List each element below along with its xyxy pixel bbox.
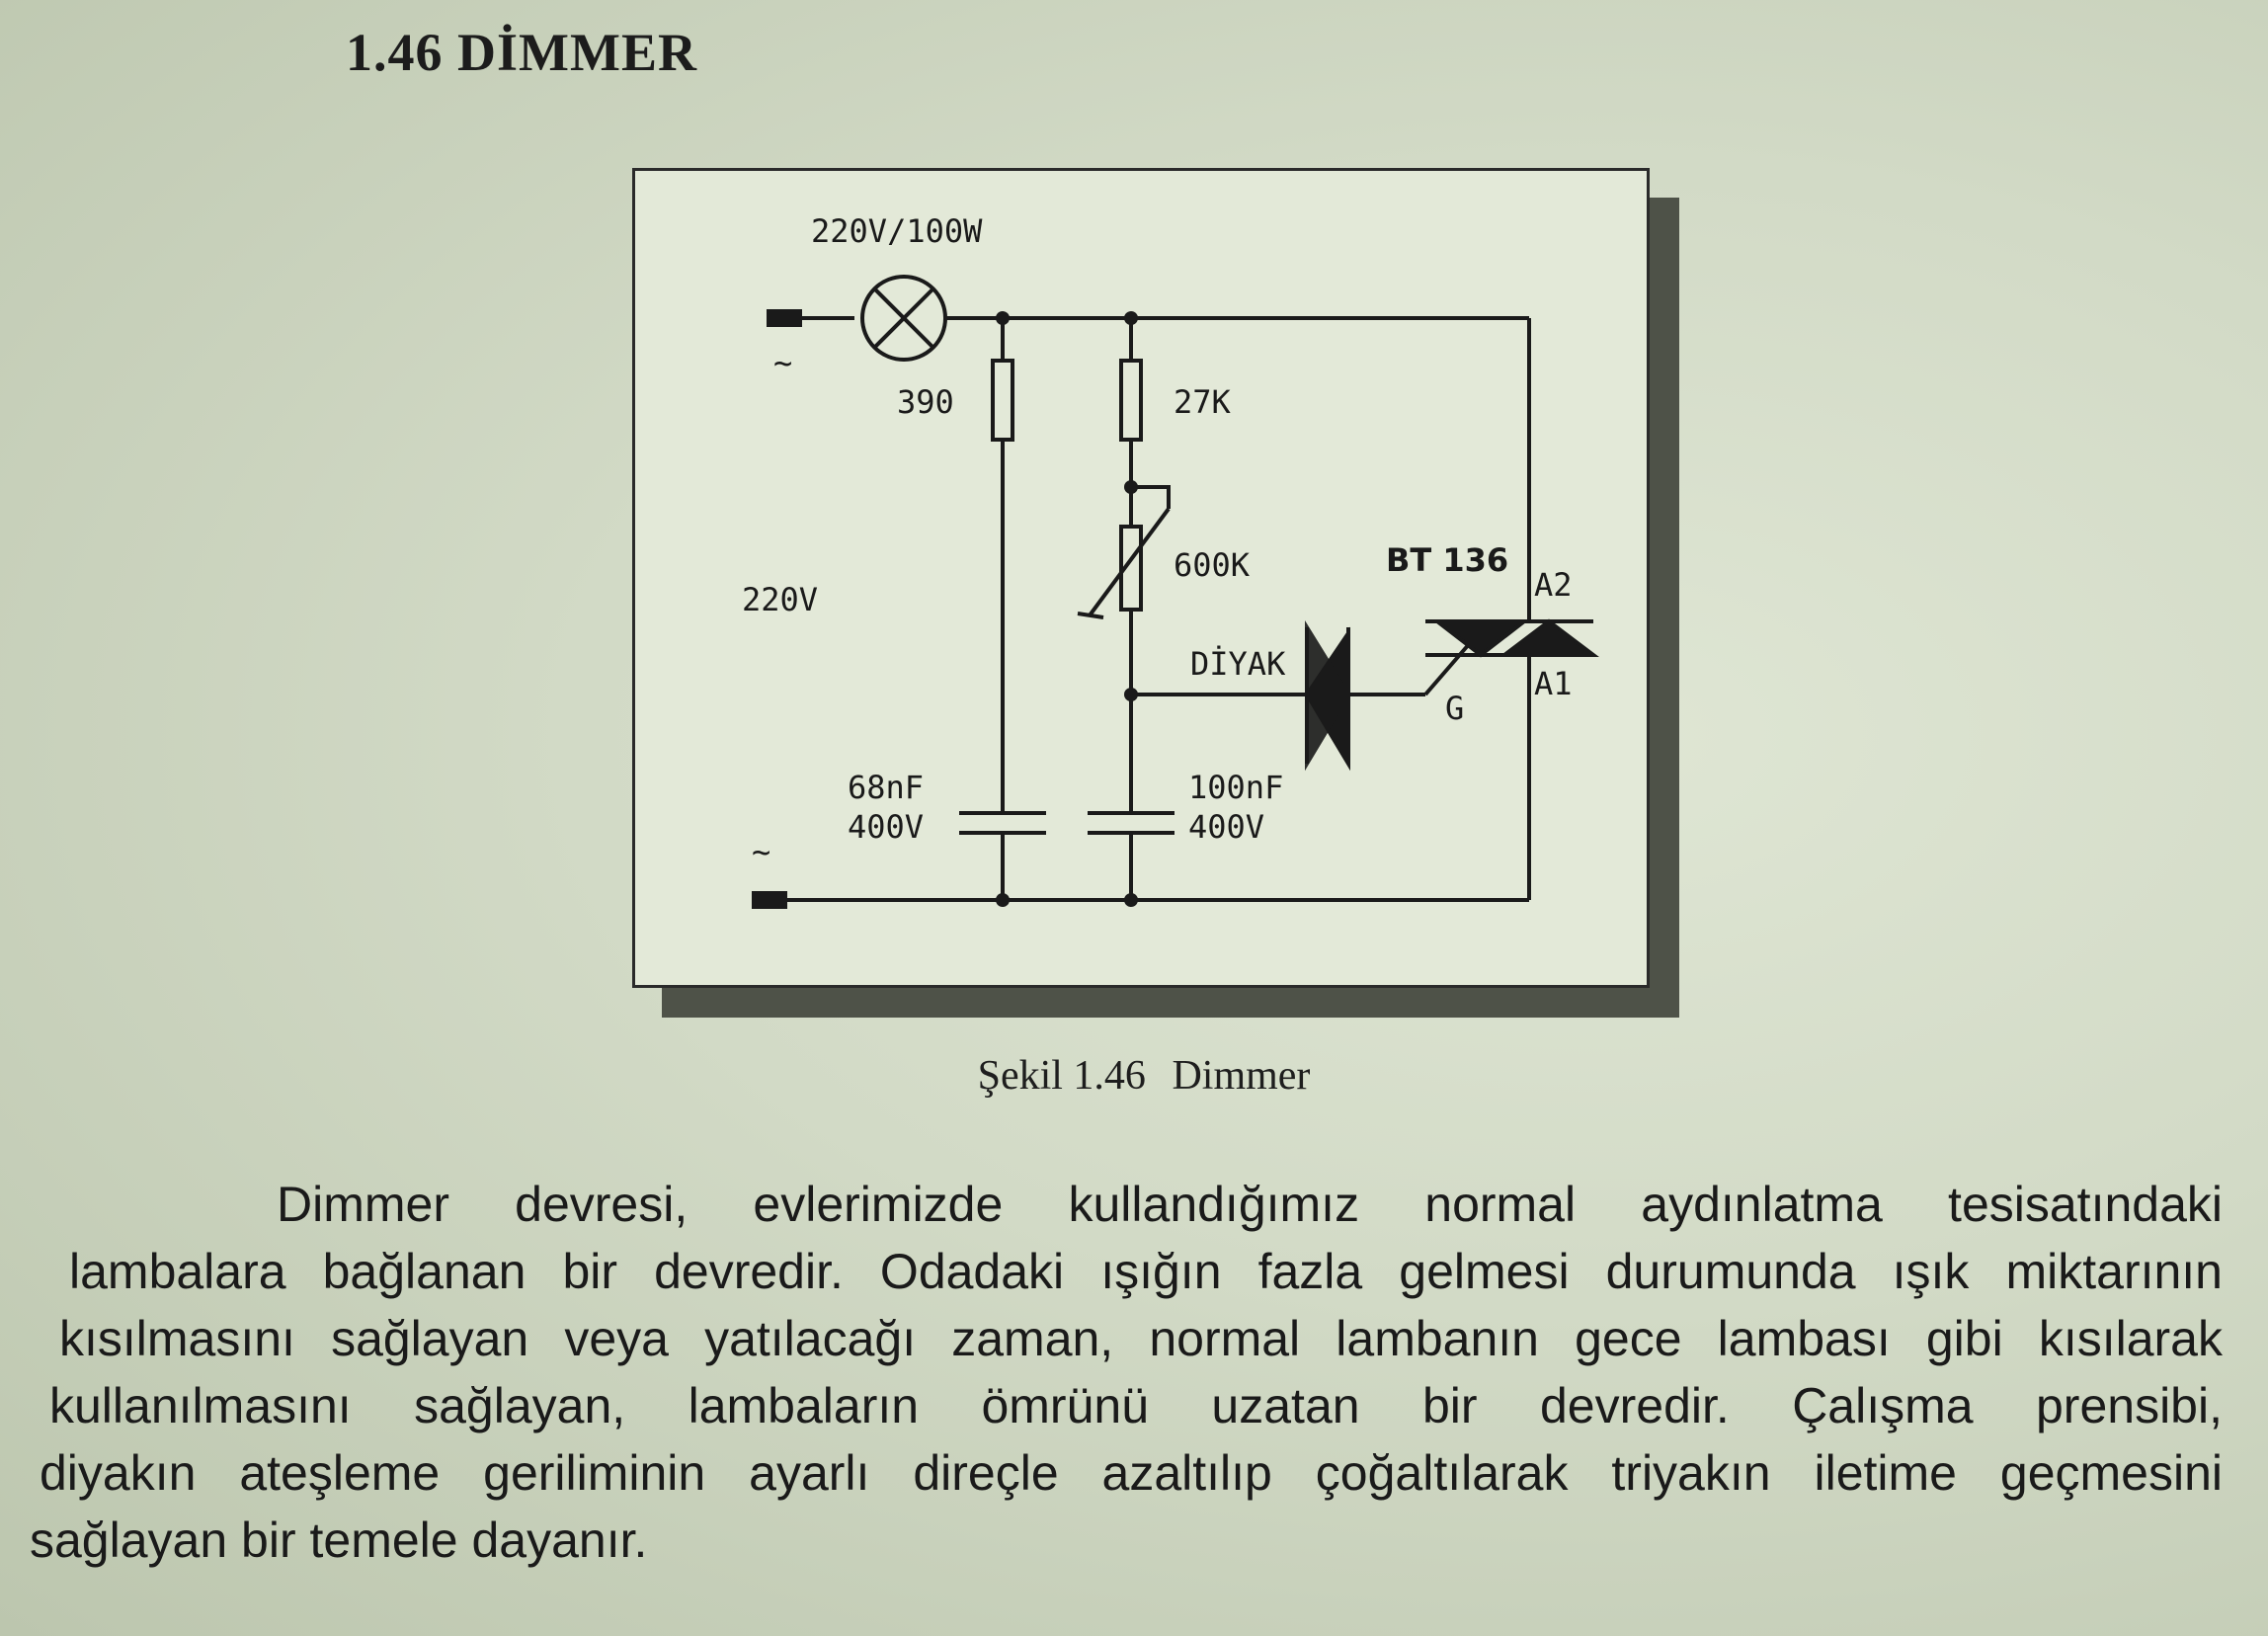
paragraph-line: Dimmer devresi, evlerimizde kullandığımı… [277,1177,2223,1232]
c2-value-label: 100nF [1188,769,1283,806]
ac-symbol-top: ~ [773,344,792,381]
triac-label: BT 136 [1386,541,1508,579]
ac-symbol-bottom: ~ [752,833,770,870]
supply-label: 220V [742,581,818,618]
caption-title: Dimmer [1172,1053,1311,1099]
figure-caption: Şekil 1.46 Dimmer [0,1052,2268,1100]
paragraph-line: lambalara bağlanan bir devredir. Odadaki… [69,1244,2223,1299]
top-terminal [767,309,802,327]
c2-voltage-label: 400V [1188,808,1264,846]
gate-lead [1423,641,1472,696]
pot-arrow [1088,507,1171,617]
paragraph-line: sağlayan bir temele dayanır. [30,1513,648,1568]
caption-prefix: Şekil 1.46 [977,1053,1146,1099]
gate-label: G [1445,690,1464,727]
a1-label: A1 [1534,665,1573,702]
c1-voltage-label: 400V [848,808,924,846]
circuit-diagram: 220V/100W ~ ~ 390 27K 600K 220V BT 136 A… [632,168,1650,988]
paragraph-line: kullanılmasını sağlayan, lambaların ömrü… [49,1378,2223,1433]
c1-value-label: 68nF [848,769,924,806]
paragraph-line: diyakın ateşleme geriliminin ayarlı dire… [40,1445,2223,1501]
a2-label: A2 [1534,566,1573,604]
resistor-27k [1119,359,1143,442]
lamp-label: 220V/100W [811,212,983,250]
figure-frame: 220V/100W ~ ~ 390 27K 600K 220V BT 136 A… [632,168,1679,1018]
section-heading: 1.46 DİMMER [346,23,697,82]
body-paragraph: Dimmer devresi, evlerimizde kullandığımı… [30,1171,2223,1574]
r2-label: 27K [1174,383,1232,421]
r1-label: 390 [897,383,954,421]
paragraph-line: kısılmasını sağlayan veya yatılacağı zam… [59,1311,2223,1366]
circuit-schematic: 220V/100W ~ ~ 390 27K 600K 220V BT 136 A… [742,212,1599,909]
diac-label: DİYAK [1190,645,1286,683]
bottom-terminal [752,891,787,909]
resistor-390 [991,359,1014,442]
pot-label: 600K [1174,546,1251,584]
